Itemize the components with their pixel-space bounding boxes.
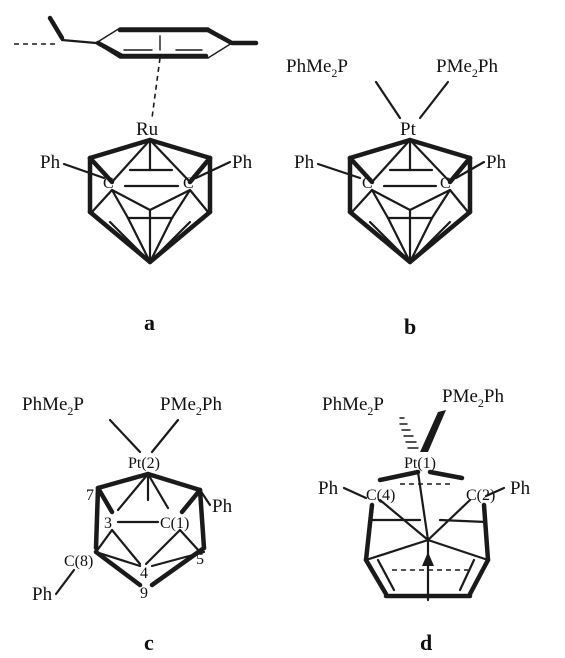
hashed-bond	[399, 417, 419, 449]
panel-d: PhMe2P PMe2Ph Pt(1) Ph Ph C(4) C(2)	[318, 386, 531, 655]
phenyl-left: Ph	[40, 152, 61, 173]
pt-p-bond-left	[108, 418, 142, 454]
arene-ring	[94, 27, 234, 59]
panel-letter-c: c	[144, 630, 154, 655]
panel-b: PhMe2P PMe2Ph Pt Ph Ph C C	[286, 56, 507, 339]
carborane-cage	[54, 471, 212, 596]
carbon-8: C(8)	[64, 553, 93, 570]
phenyl-right: Ph	[510, 478, 531, 499]
carbon-right: C	[440, 175, 451, 192]
ru-arene-bond	[151, 57, 161, 119]
phenyl-left: Ph	[294, 152, 315, 173]
ligand-left: PhMe2P	[22, 394, 84, 418]
carborane-cage	[62, 137, 232, 265]
panel-a: Ru Ph Ph C C	[14, 15, 259, 335]
ligand-right: PMe2Ph	[160, 394, 222, 418]
pt-p-bond-left	[374, 80, 402, 120]
panel-letter-b: b	[404, 314, 416, 339]
ligand-left: PhMe2P	[322, 394, 384, 418]
panel-letter-d: d	[420, 630, 432, 655]
panel-letter-a: a	[144, 310, 155, 335]
vertex-7: 7	[86, 487, 94, 504]
carbon-2: C(2)	[466, 487, 495, 504]
ligand-right: PMe2Ph	[442, 386, 504, 410]
metal-label: Pt(1)	[404, 455, 436, 472]
phenyl-left: Ph	[32, 584, 53, 605]
pt-p-bond-right	[418, 80, 450, 120]
arene-substituent-left	[14, 15, 98, 45]
carborane-cage	[316, 137, 486, 265]
wedge-bond	[420, 410, 446, 452]
carbon-4: C(4)	[366, 487, 395, 504]
phenyl-right: Ph	[212, 496, 233, 517]
vertex-4: 4	[140, 565, 148, 582]
carborane-cage	[342, 469, 506, 602]
metal-label: Pt	[400, 119, 417, 140]
phenyl-left: Ph	[318, 478, 339, 499]
panel-c: PhMe2P PMe2Ph Pt(2) 7 3 C(1) Ph C(8) 5 4…	[22, 394, 233, 655]
pt-p-bond-right	[150, 418, 180, 454]
carbon-1: C(1)	[160, 515, 189, 532]
vertex-9: 9	[140, 585, 148, 602]
carbon-left: C	[362, 175, 373, 192]
ligand-left: PhMe2P	[286, 56, 348, 80]
carbon-left: C	[103, 175, 114, 192]
phenyl-right: Ph	[486, 152, 507, 173]
metal-label: Pt(2)	[128, 455, 160, 472]
metal-label: Ru	[136, 119, 159, 140]
vertex-5: 5	[196, 551, 204, 568]
phenyl-right: Ph	[232, 152, 253, 173]
vertex-3: 3	[104, 515, 112, 532]
ligand-right: PMe2Ph	[436, 56, 498, 80]
